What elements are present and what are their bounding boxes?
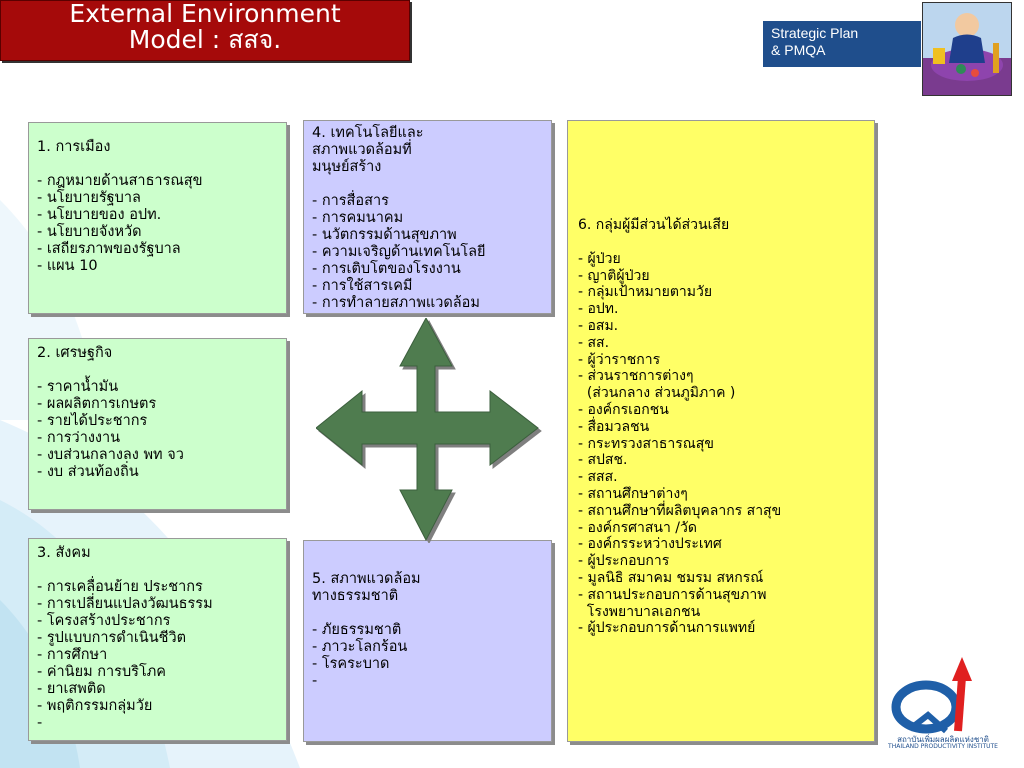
list-item: - ผลผลิตการเกษตร [37, 396, 157, 412]
brand-label: Strategic Plan & PMQA [763, 21, 921, 67]
list-item: - การเปลี่ยนแปลงวัฒนธรรม [37, 596, 213, 612]
list-item: - แผน 10 [37, 258, 98, 274]
society-box: 3. สังคม - การเคลื่อนย้าย ประชากร - การเ… [28, 538, 287, 741]
politics-box: 1. การเมือง - กฎหมายด้านสาธารณสุข - นโยบ… [28, 122, 287, 314]
list-item: - ผู้ประกอบการ [578, 553, 670, 570]
list-item: - รูปแบบการดำเนินชีวิต [37, 630, 187, 646]
list-item: - ยาเสพติด [37, 681, 106, 697]
list-item: - พฤติกรรมกลุ่มวัย [37, 698, 153, 714]
list-item: - การใช้สารเคมี [312, 278, 413, 294]
list-item: - นโยบายจังหวัด [37, 224, 142, 240]
list-item: - นโยบายรัฐบาล [37, 190, 141, 206]
nature-box: 5. สภาพแวดล้อม ทางธรรมชาติ - ภัยธรรมชาติ… [303, 540, 552, 742]
list-item: - โครงสร้างประชากร [37, 613, 171, 629]
economy-box: 2. เศรษฐกิจ - ราคาน้ำมัน - ผลผลิตการเกษต… [28, 338, 287, 510]
list-item: (ส่วนกลาง ส่วนภูมิภาค ) [578, 385, 736, 402]
list-item: - สถานประกอบการด้านสุขภาพ [578, 586, 767, 603]
list-item: - สส. [578, 334, 610, 351]
list-item: - นโยบายของ อปท. [37, 207, 162, 223]
list-item: - มูลนิธิ สมาคม ชมรม สหกรณ์ [578, 569, 764, 586]
title-line-1: External Environment [69, 0, 341, 28]
list-item: - การทำลายสภาพแวดล้อม [312, 295, 480, 311]
list-item: - การเคลื่อนย้าย ประชากร [37, 579, 203, 595]
list-item: - สื่อมวลชน [578, 418, 650, 435]
list-item: - การคมนาคม [312, 210, 404, 226]
list-item: - การว่างงาน [37, 430, 121, 446]
technology-title-line: 4. เทคโนโลยีและ [312, 125, 424, 141]
list-item: - ค่านิยม การบริโภค [37, 664, 167, 680]
nature-title-line: ทางธรรมชาติ [312, 588, 399, 604]
title-line-2: Model : สสจ. [128, 25, 282, 54]
technology-title-line: สภาพแวดล้อมที่ [312, 142, 412, 158]
list-item: - เสถียรภาพของรัฐบาล [37, 241, 181, 257]
brand-line-1: Strategic Plan [771, 25, 859, 41]
stakeholders-box: 6. กลุ่มผู้มีส่วนได้ส่วนเสีย - ผู้ป่วย -… [567, 120, 875, 742]
list-item: - ผู้ประกอบการด้านการแพทย์ [578, 620, 756, 637]
list-item: - ส่วนราชการต่างๆ [578, 368, 694, 385]
list-item: - กลุ่มเป้าหมายตามวัย [578, 284, 713, 301]
list-item: - สถานศึกษาที่ผลิตบุคลากร สาสุข [578, 502, 782, 519]
economy-title: 2. เศรษฐกิจ [37, 345, 113, 361]
list-item: - สปสช. [578, 452, 628, 469]
logo-text-english: THAILAND PRODUCTIVITY INSTITUTE [888, 743, 998, 750]
list-item: - นวัตกรรมด้านสุขภาพ [312, 227, 457, 243]
tpi-logo-icon [891, 657, 972, 734]
four-way-arrow-icon [316, 318, 539, 542]
society-title: 3. สังคม [37, 545, 91, 561]
list-item: - กระทรวงสาธารณสุข [578, 435, 714, 452]
list-item: - องค์กรเอกชน [578, 401, 669, 418]
list-item: - ผู้ว่าราชการ [578, 351, 661, 368]
list-item: - อปท. [578, 301, 619, 318]
logo-text-thai: สถาบันเพิ่มผลผลิตแห่งชาติ [897, 735, 989, 744]
list-item: - สสส. [578, 469, 618, 486]
list-item: - กฎหมายด้านสาธารณสุข [37, 173, 203, 189]
list-item: - การศึกษา [37, 647, 108, 663]
clipart-image [922, 2, 1012, 96]
list-item: โรงพยาบาลเอกชน [578, 603, 701, 620]
list-item: - ญาติผู้ป่วย [578, 267, 650, 284]
list-item: - องค์กรระหว่างประเทศ [578, 536, 722, 553]
list-item: - งบส่วนกลางลง พท จว [37, 447, 184, 463]
list-item: - [37, 715, 43, 731]
list-item: - อสม. [578, 317, 619, 334]
technology-box: 4. เทคโนโลยีและ สภาพแวดล้อมที่ มนุษย์สร้… [303, 120, 552, 314]
nature-title-line: 5. สภาพแวดล้อม [312, 571, 421, 587]
stakeholders-title: 6. กลุ่มผู้มีส่วนได้ส่วนเสีย [578, 217, 730, 233]
list-item: - ภาวะโลกร้อน [312, 639, 408, 655]
list-item: - ราคาน้ำมัน [37, 379, 119, 395]
politics-title: 1. การเมือง [37, 139, 111, 155]
list-item: - ภัยธรรมชาติ [312, 622, 402, 638]
list-item: - สถานศึกษาต่างๆ [578, 485, 688, 502]
list-item: - ผู้ป่วย [578, 250, 621, 267]
brand-line-2: & PMQA [771, 42, 826, 58]
list-item: - การสื่อสาร [312, 193, 389, 209]
list-item: - รายได้ประชากร [37, 413, 148, 429]
list-item: - [312, 673, 318, 689]
technology-title-line: มนุษย์สร้าง [312, 159, 382, 175]
list-item: - องค์กรศาสนา /วัด [578, 519, 697, 536]
list-item: - โรคระบาด [312, 656, 390, 672]
slide-title: External Environment Model : สสจ. [0, 0, 410, 61]
list-item: - การเติบโตของโรงงาน [312, 261, 461, 277]
list-item: - งบ ส่วนท้องถิ่น [37, 464, 139, 480]
list-item: - ความเจริญด้านเทคโนโลยี [312, 244, 486, 260]
